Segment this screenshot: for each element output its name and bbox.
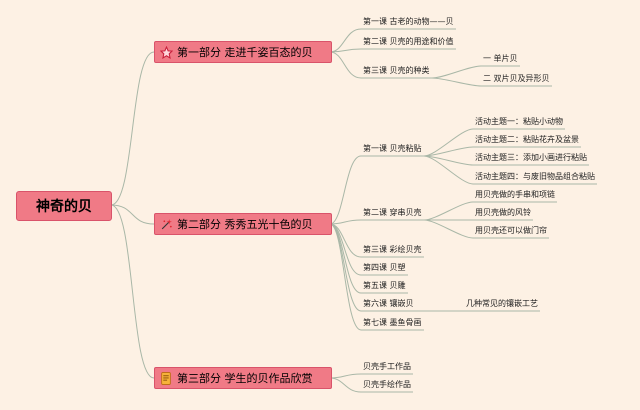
- section-to-lesson-line: [329, 223, 362, 331]
- section-to-lesson-line: [329, 155, 362, 225]
- lesson-node[interactable]: 第二课 穿串贝壳: [363, 208, 422, 217]
- root-to-section-line: [110, 51, 155, 206]
- section-label: 第二部分 秀秀五光十色的贝: [177, 218, 313, 231]
- sparkle-icon: [159, 217, 173, 231]
- section-to-lesson-line: [329, 51, 362, 79]
- topic-node[interactable]: 活动主题四：与废旧物品组合粘贴: [475, 172, 595, 181]
- section-node-1[interactable]: 第一部分 走进千姿百态的贝: [154, 41, 332, 63]
- topic-node[interactable]: 活动主题三：添加小画进行粘贴: [475, 153, 587, 162]
- section-node-2[interactable]: 第二部分 秀秀五光十色的贝: [154, 213, 332, 235]
- lesson-to-topic-line: [431, 77, 482, 87]
- topic-node[interactable]: 用贝壳做的风铃: [475, 208, 531, 217]
- lesson-node[interactable]: 第一课 贝壳粘贴: [363, 144, 422, 153]
- section-to-lesson-line: [329, 48, 362, 53]
- section-label: 第一部分 走进千姿百态的贝: [177, 46, 313, 59]
- topic-node[interactable]: 一 单片贝: [483, 54, 518, 63]
- lesson-node[interactable]: 第二课 贝壳的用途和价值: [363, 37, 454, 46]
- lesson-to-topic-line: [423, 201, 474, 221]
- topic-node[interactable]: 用贝壳还可以做门帘: [475, 226, 547, 235]
- root-node[interactable]: 神奇的贝: [16, 191, 112, 221]
- lesson-node[interactable]: 第三课 贝壳的种类: [363, 66, 430, 75]
- section-label: 第三部分 学生的贝作品欣赏: [177, 372, 313, 385]
- lesson-node[interactable]: 第五课 贝雕: [363, 281, 406, 290]
- lesson-node[interactable]: 第七课 墨鱼骨画: [363, 318, 422, 327]
- lesson-to-topic-line: [423, 155, 474, 185]
- lesson-node[interactable]: 第三课 彩绘贝壳: [363, 245, 422, 254]
- section-to-lesson-line: [329, 377, 362, 393]
- root-label: 神奇的贝: [36, 199, 92, 215]
- section-node-3[interactable]: 第三部分 学生的贝作品欣赏: [154, 367, 332, 389]
- topic-node[interactable]: 用贝壳做的手串和项链: [475, 190, 555, 199]
- lesson-to-topic-line: [423, 219, 474, 239]
- lesson-node[interactable]: 第四课 贝塑: [363, 263, 406, 272]
- topic-node[interactable]: 几种常见的镶嵌工艺: [466, 299, 538, 308]
- lesson-to-topic-line: [423, 155, 474, 166]
- lesson-node[interactable]: 第一课 古老的动物——贝: [363, 17, 454, 26]
- document-icon: [159, 371, 173, 385]
- topic-node[interactable]: 活动主题一：粘贴小动物: [475, 117, 563, 126]
- topic-node[interactable]: 二 双片贝及异形贝: [483, 74, 550, 83]
- lesson-to-topic-line: [423, 146, 474, 157]
- root-to-section-line: [110, 204, 155, 225]
- section-to-lesson-line: [329, 219, 362, 225]
- lesson-to-topic-line: [423, 128, 474, 157]
- lesson-node[interactable]: 贝壳手绘作品: [363, 380, 411, 389]
- lesson-node[interactable]: 贝壳手工作品: [363, 362, 411, 371]
- root-to-section-line: [110, 204, 155, 379]
- section-to-lesson-line: [329, 28, 362, 53]
- section-to-lesson-line: [329, 373, 362, 379]
- star-icon: [159, 45, 173, 59]
- section-to-lesson-line: [329, 223, 362, 312]
- topic-node[interactable]: 活动主题二：粘贴花卉及盆景: [475, 135, 579, 144]
- lesson-node[interactable]: 第六课 镶嵌贝: [363, 299, 414, 308]
- section-to-lesson-line: [329, 223, 362, 276]
- lesson-to-topic-line: [431, 65, 482, 79]
